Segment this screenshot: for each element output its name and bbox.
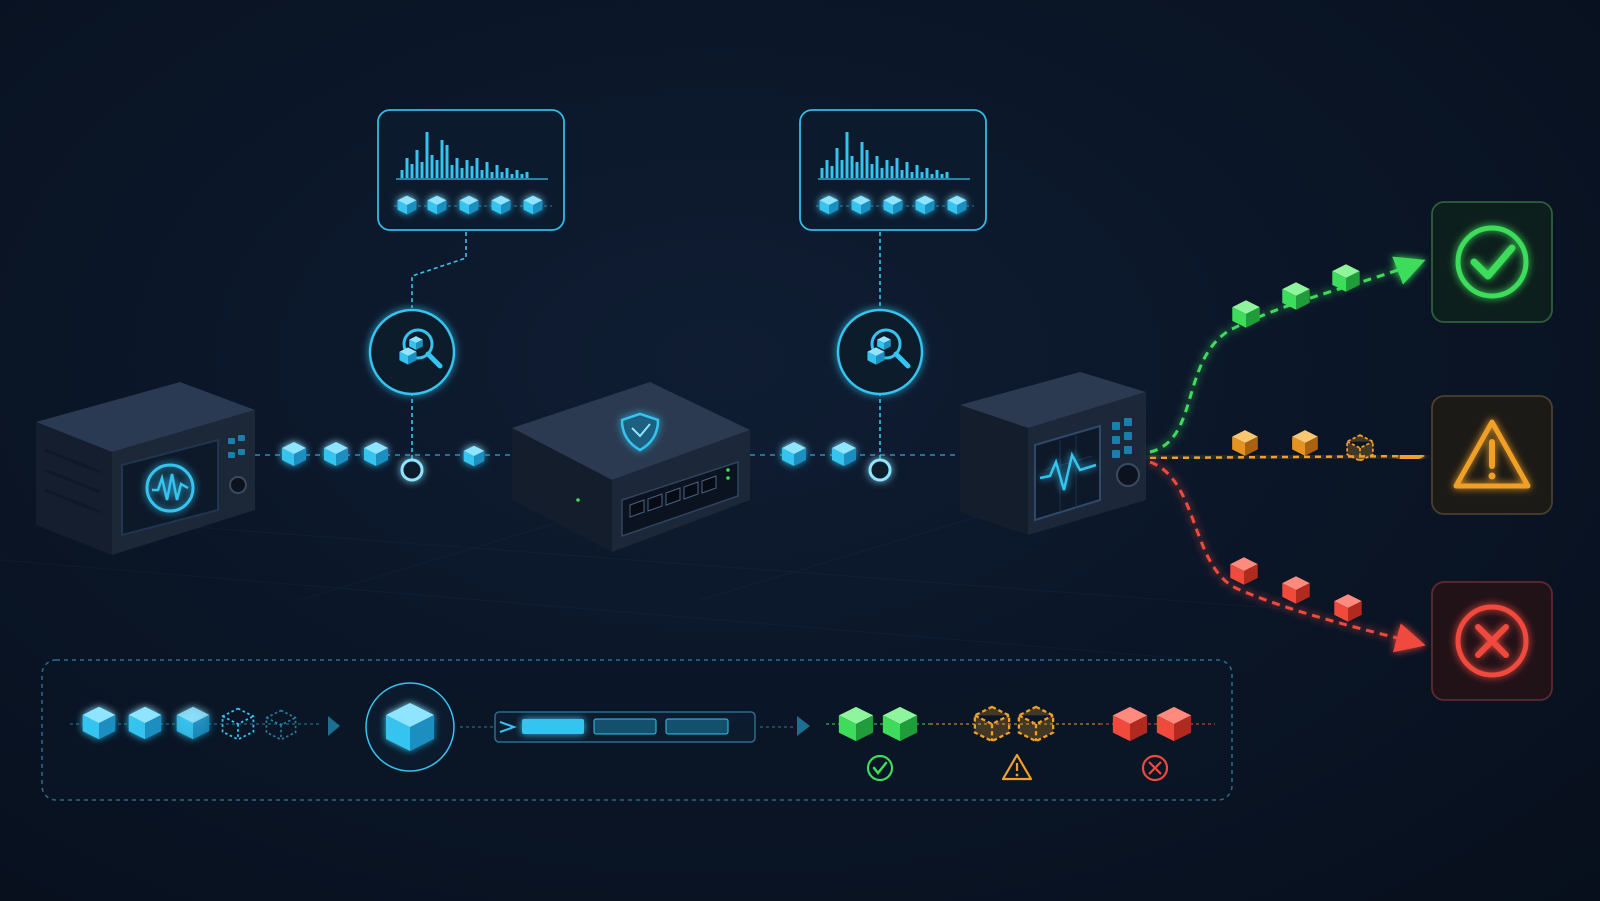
checkmark-icon <box>1455 225 1529 299</box>
branch-error <box>1149 460 1426 653</box>
checkmark-icon <box>866 754 894 782</box>
magnifier-cube-icon <box>399 328 443 369</box>
packet-cube <box>1232 300 1260 328</box>
legend-arrow <box>797 716 810 736</box>
shield-icon <box>620 412 660 452</box>
oscilloscope-icon <box>1039 435 1097 512</box>
packet-cube <box>364 442 388 466</box>
legend-warn <box>930 705 1100 781</box>
inspection-point-2 <box>836 232 924 482</box>
analysis-panel-1 <box>377 109 565 231</box>
branch-warn <box>1149 430 1425 469</box>
outcome-warn-box <box>1431 395 1553 515</box>
legend-progress-track <box>494 711 756 743</box>
packet-cube <box>282 442 306 466</box>
legend-error <box>1100 706 1215 782</box>
packet-cube <box>1332 264 1360 292</box>
packet-stream-1 <box>282 442 485 467</box>
legend-single-packet <box>365 682 455 772</box>
ethernet-ports <box>629 475 717 518</box>
magnifier-cube-icon <box>867 328 911 369</box>
flow-node <box>400 458 424 482</box>
legend-ok <box>826 706 930 782</box>
branch-ok <box>1149 256 1426 454</box>
waveform-icon <box>145 463 195 513</box>
source-knob <box>229 476 247 494</box>
analyzer-knob <box>1116 463 1140 487</box>
packet-cube <box>463 445 485 467</box>
packet-cube <box>1230 557 1258 585</box>
histogram <box>820 132 949 178</box>
warning-triangle-icon <box>1001 753 1033 781</box>
flow-node <box>868 458 892 482</box>
legend-panel <box>41 659 1233 801</box>
outcome-ok-box <box>1431 201 1553 323</box>
inspection-point-1 <box>368 232 467 482</box>
packet-cube <box>1232 430 1258 456</box>
legend-packet-stream <box>82 706 210 740</box>
source-device <box>36 382 255 555</box>
packet-cube <box>1334 594 1362 622</box>
analyzer-device <box>960 372 1146 535</box>
packet-cube <box>1292 430 1318 456</box>
packet-cube <box>782 442 806 466</box>
warning-triangle-icon <box>1453 419 1531 489</box>
packet-cube <box>324 442 348 466</box>
packet-cube <box>1346 434 1374 462</box>
analysis-panel-2 <box>799 109 987 231</box>
x-circle-icon <box>1455 604 1529 678</box>
x-circle-icon <box>1141 754 1169 782</box>
histogram <box>400 132 529 178</box>
outcome-error-box <box>1431 581 1553 701</box>
packet-stream-2 <box>782 442 856 466</box>
packet-cube <box>1282 576 1310 604</box>
packet-cube <box>832 442 856 466</box>
legend-arrow <box>328 716 340 736</box>
firewall-switch <box>512 382 750 552</box>
